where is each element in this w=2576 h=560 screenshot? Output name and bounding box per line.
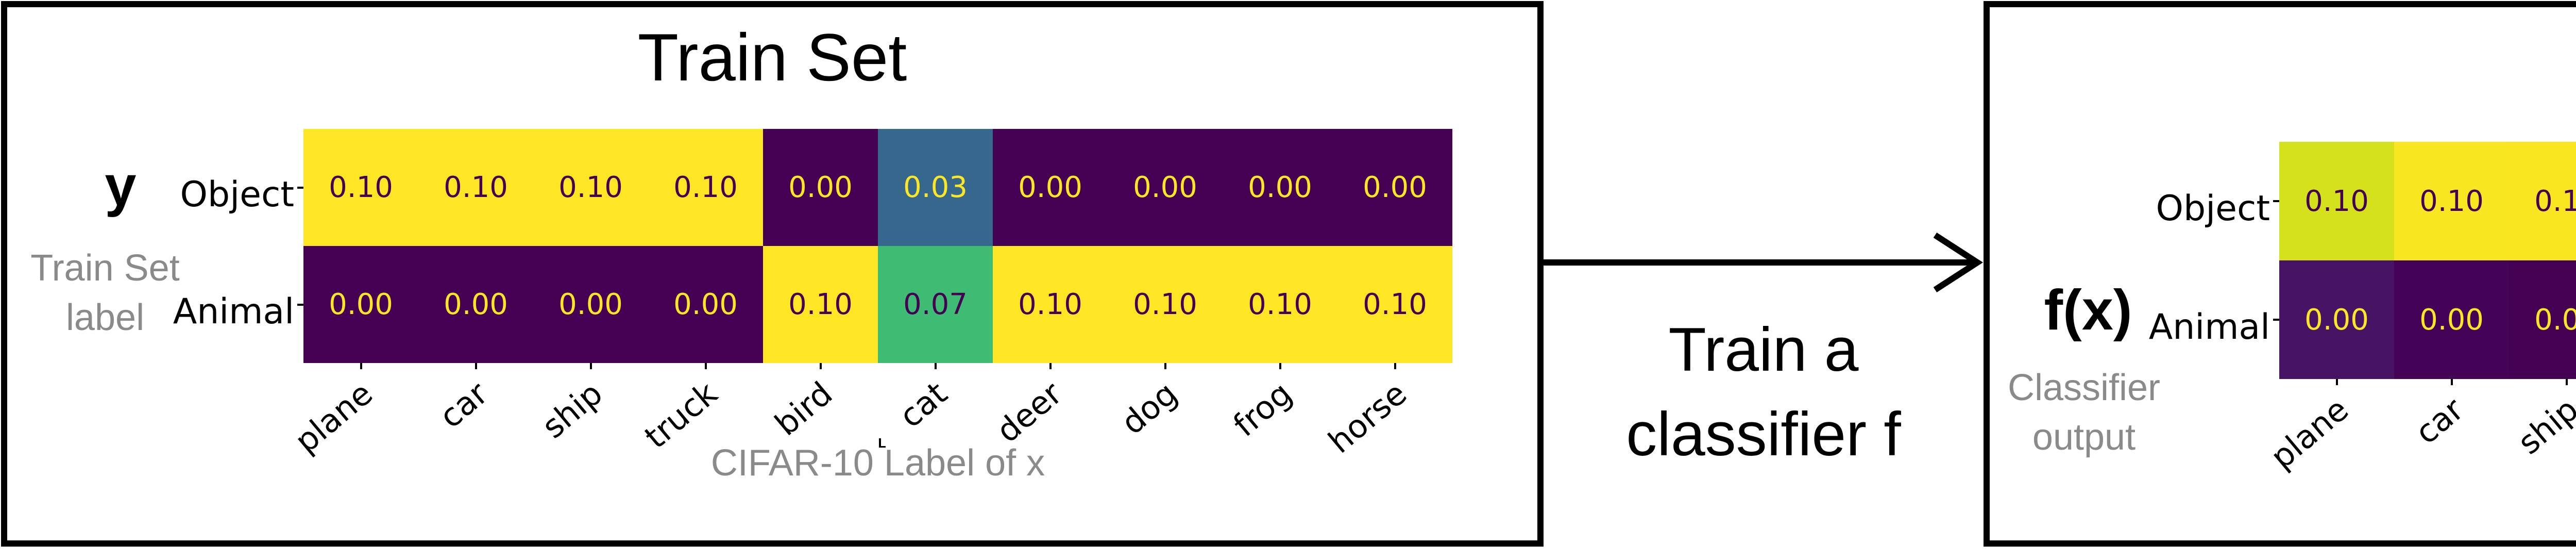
train-set-title: Train Set: [637, 20, 907, 95]
train-set-panel: Train Set y Train Set label Object Anima…: [1, 1, 1544, 547]
heatmap-cell-object-bird: 0.00: [763, 129, 878, 246]
x-tick-car: [2450, 379, 2453, 385]
test-row-axis-caption-line1: Classifier: [2007, 367, 2161, 408]
heatmap-cell-animal-car: 0.00: [2394, 260, 2509, 379]
y-tick-animal: [2273, 319, 2279, 321]
y-tick-animal: [297, 303, 303, 306]
x-tick-ship: [2565, 379, 2568, 385]
heatmap-cell-animal-plane: 0.00: [303, 246, 418, 363]
x-tick-label-plane: plane: [2263, 390, 2356, 476]
x-tick-label-frog: frog: [1226, 374, 1299, 444]
flow-label-line2: classifier f: [1626, 400, 1901, 469]
stray-l-mark: [879, 438, 886, 448]
heatmap-cell-object-cat: 0.03: [878, 129, 993, 246]
heatmap-cell-animal-plane: 0.00: [2279, 260, 2394, 379]
x-tick-label-ship: ship: [535, 374, 610, 446]
heatmap-cell-object-frog: 0.00: [1223, 129, 1337, 246]
heatmap-cell-animal-cat: 0.07: [878, 246, 993, 363]
x-tick-plane: [2335, 379, 2338, 385]
test-row-label-object: Object: [2156, 188, 2270, 229]
test-set-title: Test Set: [1990, 21, 2576, 94]
heatmap-cell-animal-deer: 0.10: [993, 246, 1108, 363]
test-row-axis-symbol: f(x): [2044, 278, 2132, 342]
x-tick-ship: [589, 363, 592, 369]
train-row-axis-caption: Train Set label: [7, 243, 203, 342]
heatmap-cell-animal-horse: 0.10: [1337, 246, 1452, 363]
y-tick-object: [297, 186, 303, 189]
flow-label-line1: Train a: [1668, 315, 1859, 384]
x-tick-label-car: car: [432, 374, 495, 436]
heatmap-cell-animal-ship: 0.00: [533, 246, 648, 363]
train-row-label-object: Object: [180, 174, 294, 215]
train-row-axis-symbol: y: [105, 154, 137, 218]
x-tick-label-cat: cat: [892, 374, 955, 435]
x-tick-horse: [1394, 363, 1396, 369]
y-tick-object: [2273, 200, 2279, 202]
x-tick-truck: [704, 363, 707, 369]
x-tick-label-car: car: [2408, 390, 2471, 452]
test-row-axis-caption: Classifier output: [1990, 363, 2178, 462]
heatmap-cell-object-deer: 0.00: [993, 129, 1108, 246]
x-tick-label-plane: plane: [287, 374, 380, 460]
heatmap-cell-object-truck: 0.10: [648, 129, 763, 246]
heatmap-cell-animal-truck: 0.00: [648, 246, 763, 363]
x-tick-car: [474, 363, 477, 369]
heatmap-cell-animal-car: 0.00: [418, 246, 533, 363]
test-row-axis-caption-line2: output: [2032, 417, 2136, 458]
x-tick-cat: [934, 363, 937, 369]
test-x-axis-label: CIFAR-10 Label of x: [2442, 456, 2576, 498]
test-heatmap: 0.100.100.100.100.000.020.000.000.000.00…: [2279, 142, 2576, 379]
heatmap-cell-object-horse: 0.00: [1337, 129, 1452, 246]
x-tick-label-dog: dog: [1114, 374, 1184, 442]
heatmap-cell-animal-bird: 0.10: [763, 246, 878, 363]
train-row-axis-caption-line2: label: [65, 297, 145, 338]
x-tick-label-bird: bird: [768, 374, 840, 443]
heatmap-cell-object-car: 0.10: [2394, 142, 2509, 260]
x-tick-frog: [1279, 363, 1281, 369]
heatmap-cell-object-ship: 0.10: [2509, 142, 2576, 260]
heatmap-cell-object-plane: 0.10: [2279, 142, 2394, 260]
train-x-axis-label: CIFAR-10 Label of x: [710, 442, 1045, 484]
x-tick-bird: [819, 363, 822, 369]
heatmap-cell-animal-frog: 0.10: [1223, 246, 1337, 363]
test-row-label-animal: Animal: [2148, 306, 2270, 348]
train-row-axis-caption-line1: Train Set: [30, 248, 180, 289]
flow-label: Train a classifier f: [1544, 307, 1984, 476]
train-to-test-arrow: [1544, 232, 1984, 293]
heatmap-cell-object-plane: 0.10: [303, 129, 418, 246]
x-tick-label-horse: horse: [1321, 374, 1414, 461]
x-tick-plane: [360, 363, 362, 369]
x-tick-deer: [1049, 363, 1052, 369]
heatmap-cell-animal-ship: 0.00: [2509, 260, 2576, 379]
train-row-label-animal: Animal: [173, 291, 294, 332]
x-tick-dog: [1164, 363, 1166, 369]
x-tick-label-ship: ship: [2511, 390, 2576, 462]
heatmap-cell-object-dog: 0.00: [1108, 129, 1223, 246]
heatmap-cell-object-car: 0.10: [418, 129, 533, 246]
heatmap-cell-animal-dog: 0.10: [1108, 246, 1223, 363]
test-set-panel: Test Set f(x) Classifier output Object A…: [1984, 1, 2576, 547]
heatmap-cell-object-ship: 0.10: [533, 129, 648, 246]
x-tick-label-deer: deer: [989, 374, 1070, 450]
